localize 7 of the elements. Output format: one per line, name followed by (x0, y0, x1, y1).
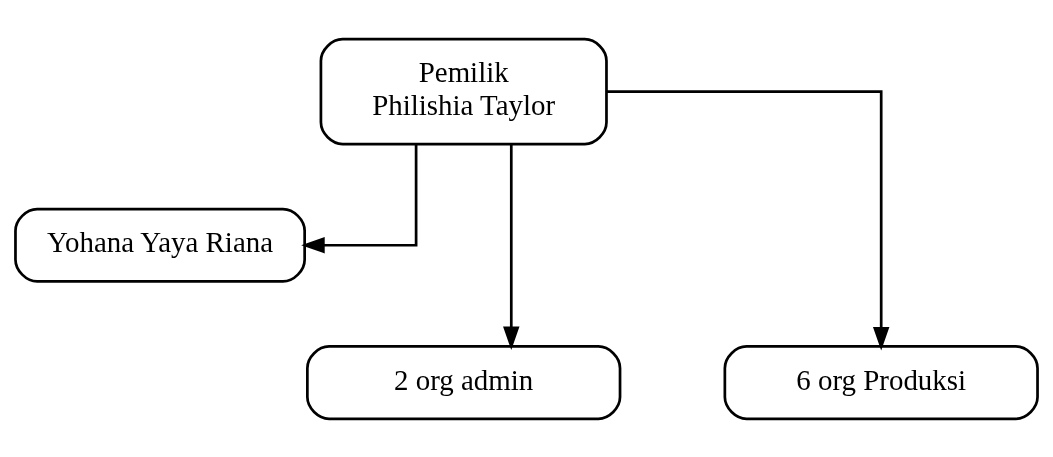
node-box: 6 org Produksi (723, 344, 1039, 420)
arrow (301, 144, 418, 253)
node-box: 2 org admin (306, 344, 622, 420)
node-box: Pemilik Philishia Taylor (319, 37, 608, 145)
arrow (606, 89, 890, 350)
arrow (503, 143, 520, 350)
node-box: Yohana Yaya Riana (14, 207, 306, 283)
